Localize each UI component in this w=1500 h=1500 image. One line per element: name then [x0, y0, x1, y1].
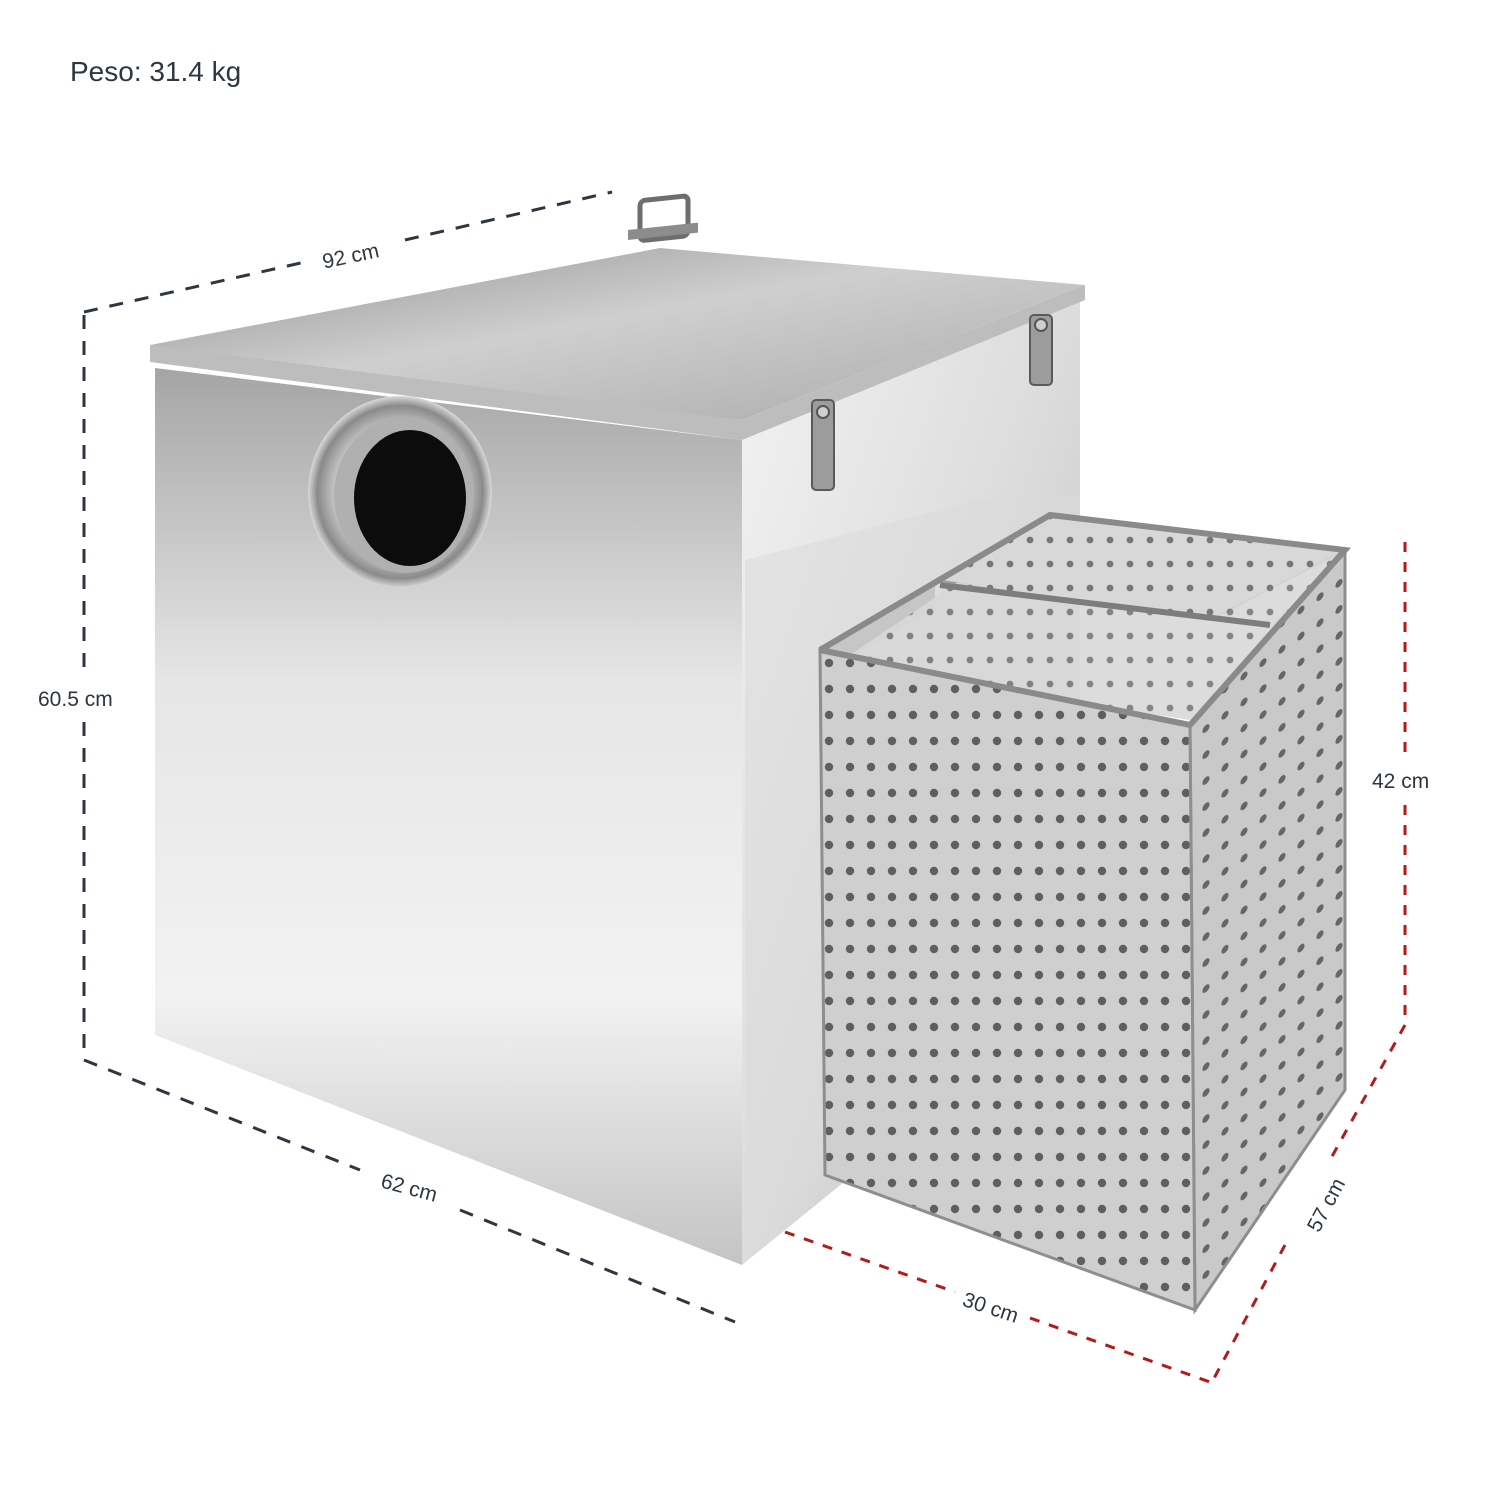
- inlet-pipe: [308, 396, 492, 588]
- tank-width-label: 92 cm: [320, 239, 381, 273]
- basket-dimension-lines: [784, 542, 1407, 1384]
- basket-front-wall: [818, 648, 1197, 1313]
- basket-height-label: 42 cm: [1372, 770, 1429, 793]
- basket-width-line-left: [784, 1230, 956, 1294]
- tank-width-line-left: [83, 260, 306, 314]
- tank-dimension-lines: [82, 190, 736, 1324]
- basket-divider-bar: [939, 582, 1271, 628]
- tank-width-line-right: [404, 190, 613, 242]
- tank-front-face: [155, 368, 742, 1265]
- basket-width-label: 30 cm: [960, 1288, 1021, 1328]
- basket-depth-line-top: [1328, 1024, 1407, 1161]
- basket-depth-line-bottom: [1210, 1244, 1287, 1383]
- lid-handle: [628, 193, 698, 243]
- side-clamp-right: [1029, 314, 1053, 386]
- tank-depth-line-left: [83, 1058, 361, 1172]
- basket-depth-label: 57 cm: [1303, 1175, 1350, 1236]
- basket-inner-back: [835, 520, 1345, 720]
- weight-label: Peso: 31.4 kg: [70, 56, 242, 87]
- tank-lid-edge: [150, 285, 1085, 440]
- tank-height-label: 60.5 cm: [38, 688, 113, 711]
- basket-width-line-right: [1029, 1316, 1211, 1384]
- basket-rim: [818, 511, 1352, 729]
- perforated-basket: [818, 511, 1352, 1315]
- tank-depth-label: 62 cm: [378, 1170, 439, 1207]
- side-clamp-left: [811, 399, 835, 491]
- tank-depth-line-right: [459, 1208, 736, 1324]
